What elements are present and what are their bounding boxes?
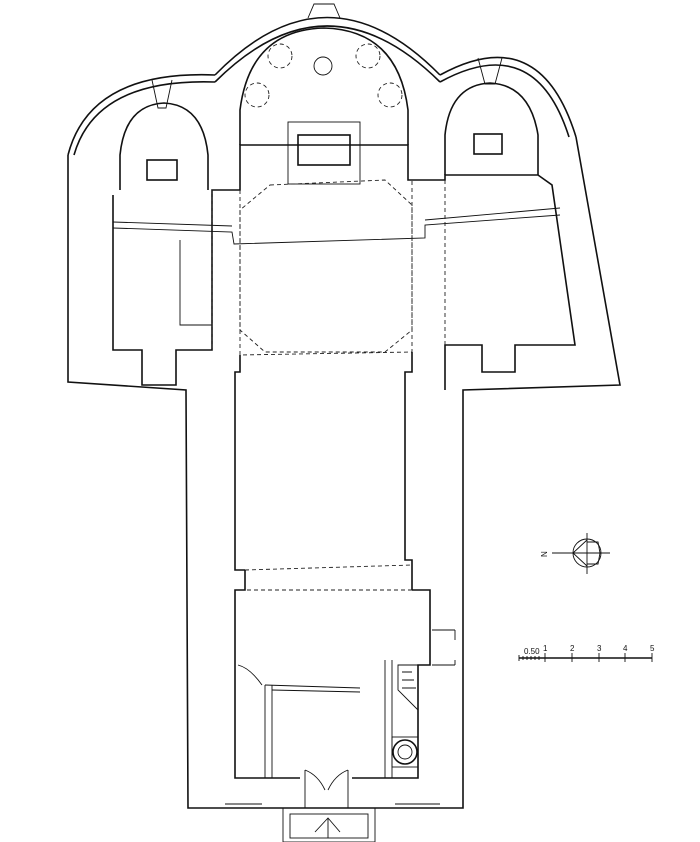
font-circle: [313, 56, 333, 76]
door-swing: [237, 664, 263, 686]
north-label: N: [540, 551, 549, 557]
staircase: [397, 664, 419, 712]
central-apse: [239, 3, 409, 185]
scale-label-5: 5: [650, 644, 655, 653]
left-apse: [119, 79, 209, 190]
scale-bar: 0.50 1 2 3 4 5: [518, 644, 655, 662]
scale-label-3: 3: [597, 644, 602, 653]
scale-label-2: 2: [570, 644, 575, 653]
altar-outline: [287, 121, 361, 185]
entrance-steps: [225, 803, 440, 842]
north-arrow: N: [540, 533, 610, 574]
narthex: [234, 570, 456, 808]
altar: [297, 134, 351, 166]
well-circle: [392, 739, 418, 765]
right-apse: [444, 57, 539, 175]
nave: [234, 352, 413, 591]
transept: [112, 144, 576, 390]
scale-label-0-50: 0.50: [524, 647, 540, 656]
scale-label-1: 1: [543, 644, 548, 653]
scale-label-4: 4: [623, 644, 628, 653]
